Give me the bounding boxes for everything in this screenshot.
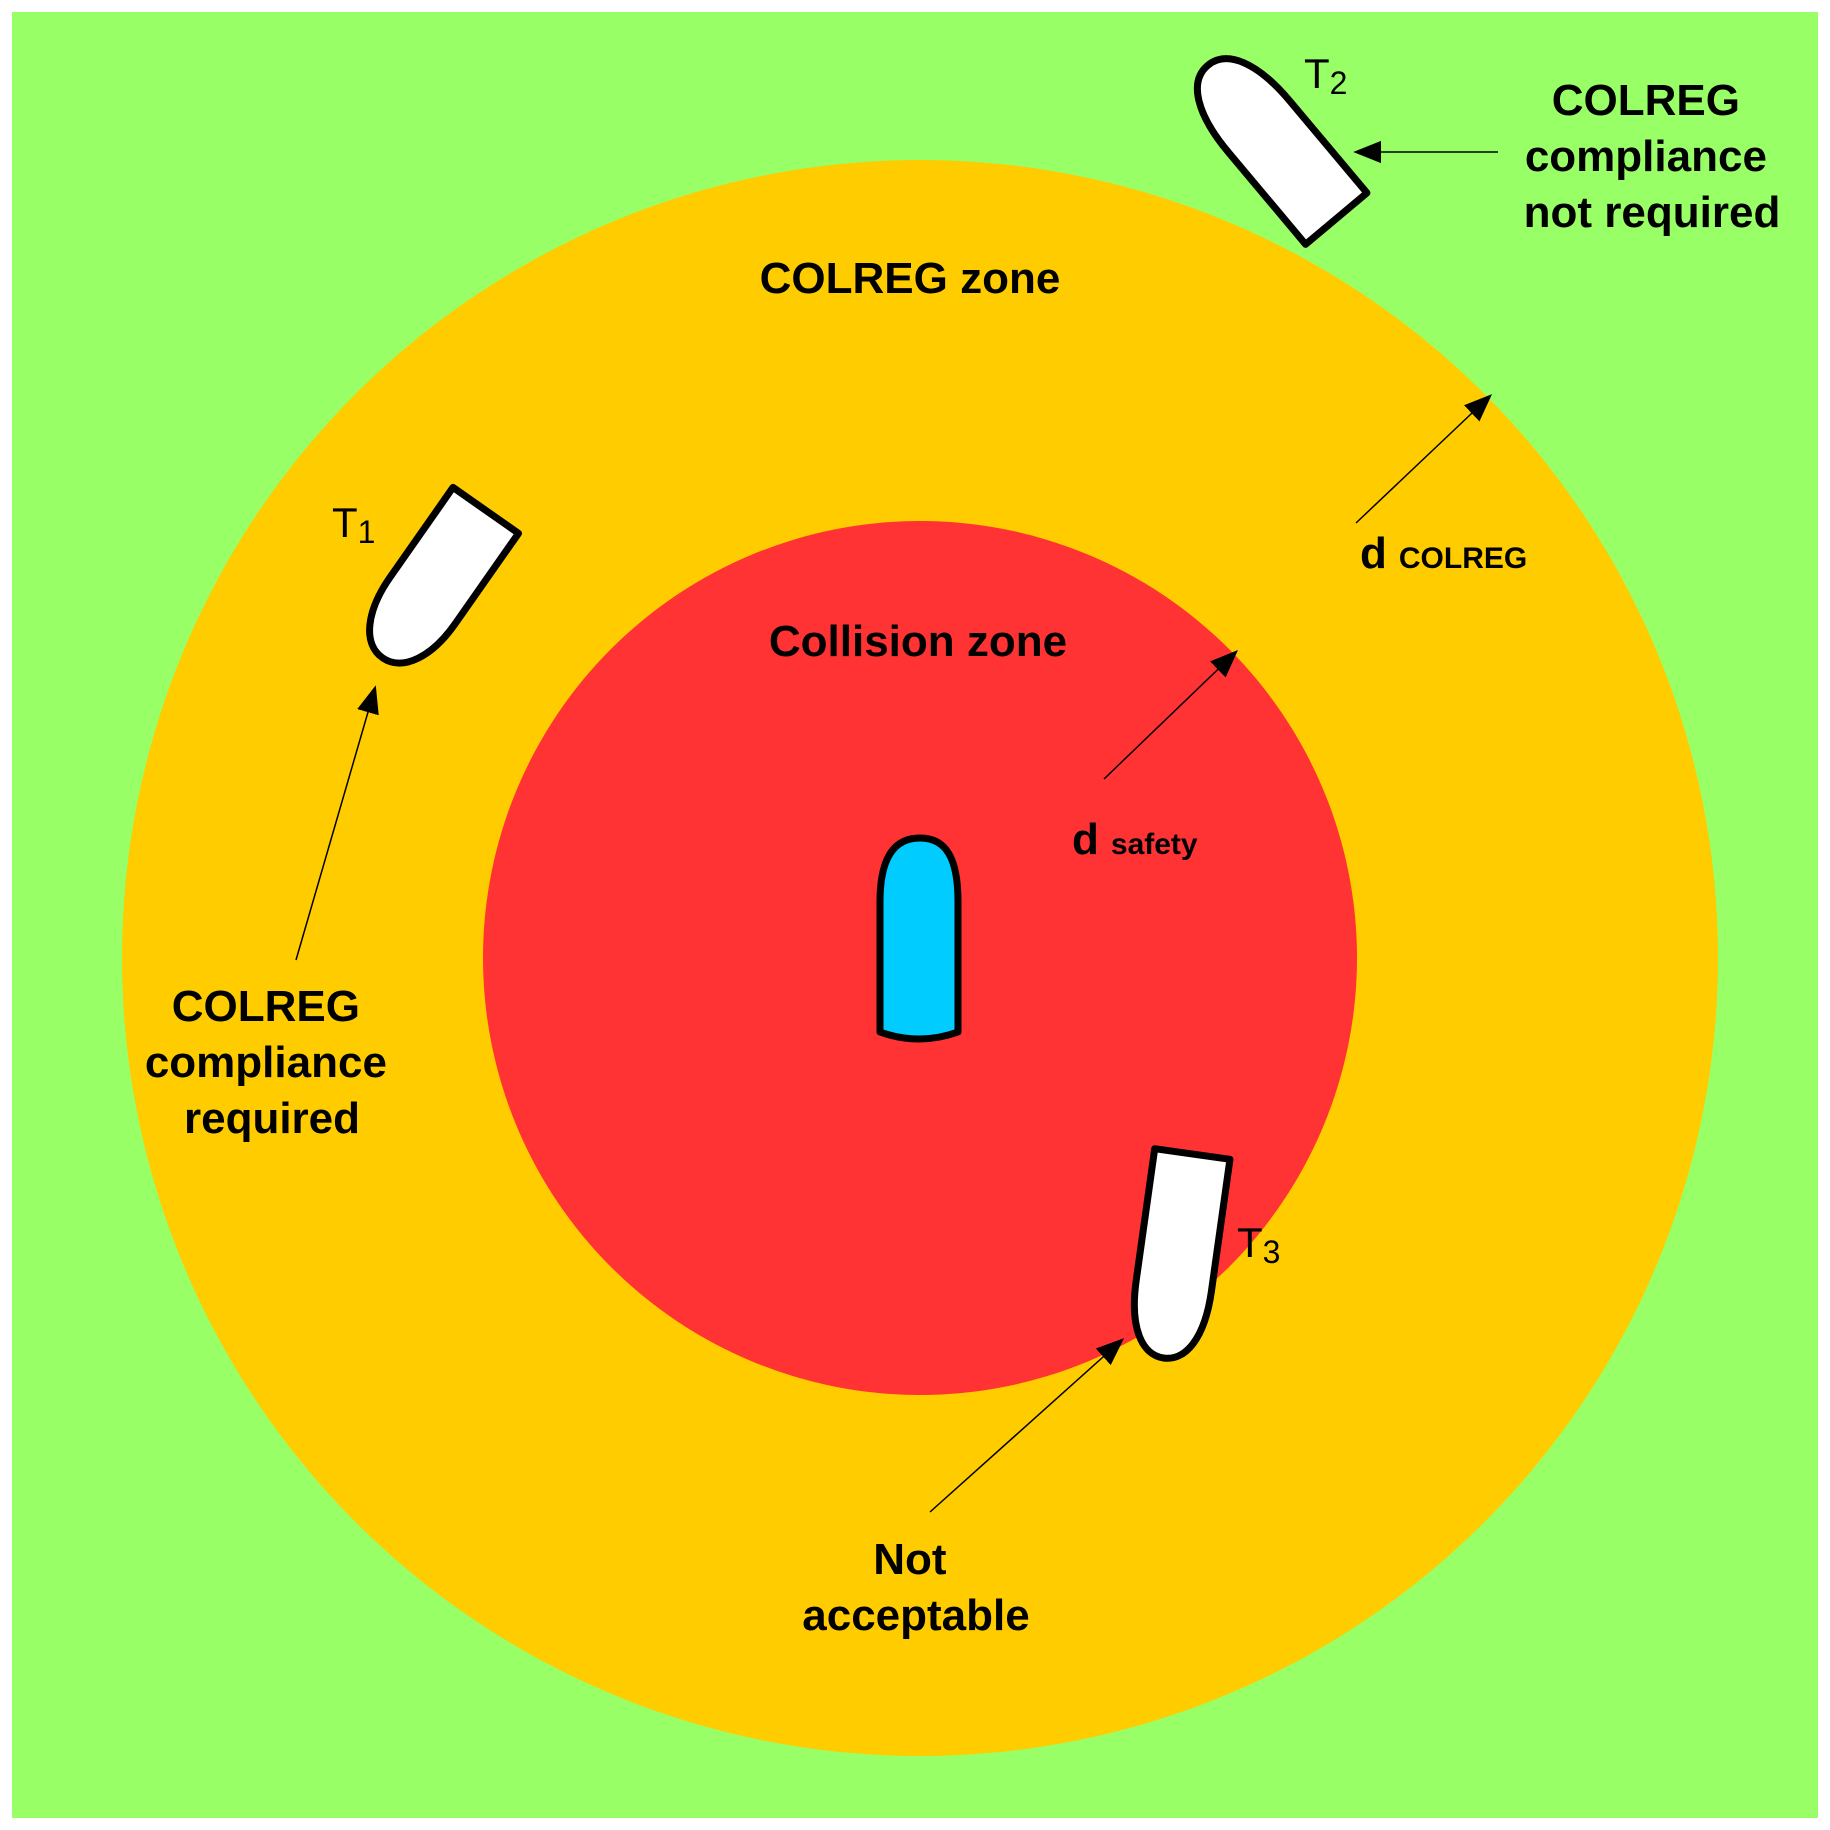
not-acceptable-label: Not acceptable <box>802 1535 1029 1640</box>
compliance-required-label: COLREG compliance required <box>145 982 399 1143</box>
colreg-zone-label: COLREG zone <box>760 254 1061 303</box>
compliance-not-required-label: COLREG compliance not required <box>1524 76 1781 237</box>
target-t2-label: T2 <box>1304 50 1347 101</box>
target-ship-icon <box>1130 1145 1234 1362</box>
target-t3-label: T3 <box>1237 1219 1280 1270</box>
d-safety-arrow <box>1103 650 1239 780</box>
target-t1-label: T1 <box>332 499 375 550</box>
not-acceptable-arrow <box>929 1338 1125 1513</box>
required-arrow <box>295 685 379 961</box>
target-ship-icon <box>1193 55 1371 248</box>
d-colreg-arrow <box>1355 394 1493 524</box>
own-ship-icon <box>876 834 962 1043</box>
collision-zone-label: Collision zone <box>769 617 1067 666</box>
target-ship-icon <box>366 483 523 667</box>
